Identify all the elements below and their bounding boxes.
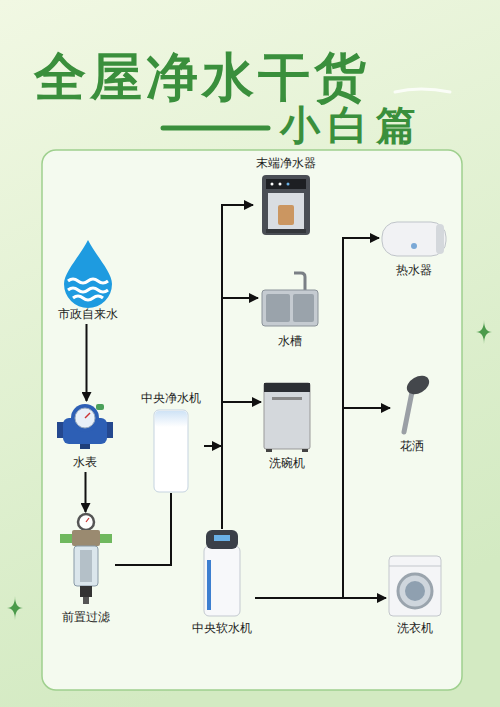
highlight-stroke bbox=[395, 89, 450, 92]
title-dash bbox=[163, 126, 268, 131]
water-meter-icon bbox=[57, 404, 113, 449]
water-drop-icon bbox=[64, 240, 112, 308]
flow-connector bbox=[255, 597, 386, 599]
shower-icon bbox=[404, 372, 433, 432]
device-label: 洗碗机 bbox=[269, 455, 305, 471]
device-label: 水表 bbox=[73, 454, 97, 470]
dishwasher-icon bbox=[264, 383, 310, 452]
device-label: 市政自来水 bbox=[58, 306, 118, 322]
central-purifier-icon bbox=[154, 410, 188, 492]
softener-icon bbox=[204, 530, 240, 616]
device-node: 中央软水机 bbox=[190, 530, 254, 636]
device-node: 市政自来水 bbox=[56, 240, 120, 322]
device-node: 前置过滤 bbox=[58, 513, 114, 625]
flow-connector bbox=[255, 238, 379, 598]
pre-filter-icon bbox=[60, 514, 112, 604]
device-node: 花洒 bbox=[391, 374, 433, 454]
device-node: 热水器 bbox=[380, 220, 448, 278]
device-node: 末端净水器 bbox=[254, 155, 318, 235]
device-node: 中央净水机 bbox=[139, 390, 203, 492]
sink-icon bbox=[262, 273, 318, 326]
device-node: 洗衣机 bbox=[387, 556, 443, 636]
flow-connector bbox=[204, 446, 222, 529]
device-label: 中央软水机 bbox=[192, 620, 252, 636]
flow-connector bbox=[204, 205, 253, 446]
sparkle bbox=[476, 320, 492, 344]
sparkle bbox=[7, 596, 23, 620]
device-label: 热水器 bbox=[396, 262, 432, 278]
flow-connector bbox=[255, 408, 390, 598]
flow-connector bbox=[85, 472, 87, 512]
subtitle: 小白篇 bbox=[280, 100, 424, 150]
device-node: 水槽 bbox=[259, 273, 321, 349]
device-node: 水表 bbox=[55, 402, 115, 470]
flow-connector bbox=[204, 298, 258, 446]
device-label: 花洒 bbox=[400, 438, 424, 454]
device-label: 水槽 bbox=[278, 333, 302, 349]
water-heater-icon bbox=[382, 222, 446, 256]
panel bbox=[42, 150, 462, 690]
device-label: 中央净水机 bbox=[141, 390, 201, 406]
device-label: 前置过滤 bbox=[62, 609, 110, 625]
terminal-purifier-icon bbox=[262, 175, 310, 235]
flow-connector bbox=[204, 402, 261, 446]
device-label: 末端净水器 bbox=[256, 155, 316, 171]
device-label: 洗衣机 bbox=[397, 620, 433, 636]
title: 全屋净水干货 bbox=[34, 46, 370, 108]
device-node: 洗碗机 bbox=[262, 383, 312, 471]
flow-connector bbox=[86, 324, 88, 401]
washer-icon bbox=[389, 556, 441, 616]
flow-connector bbox=[115, 493, 171, 565]
